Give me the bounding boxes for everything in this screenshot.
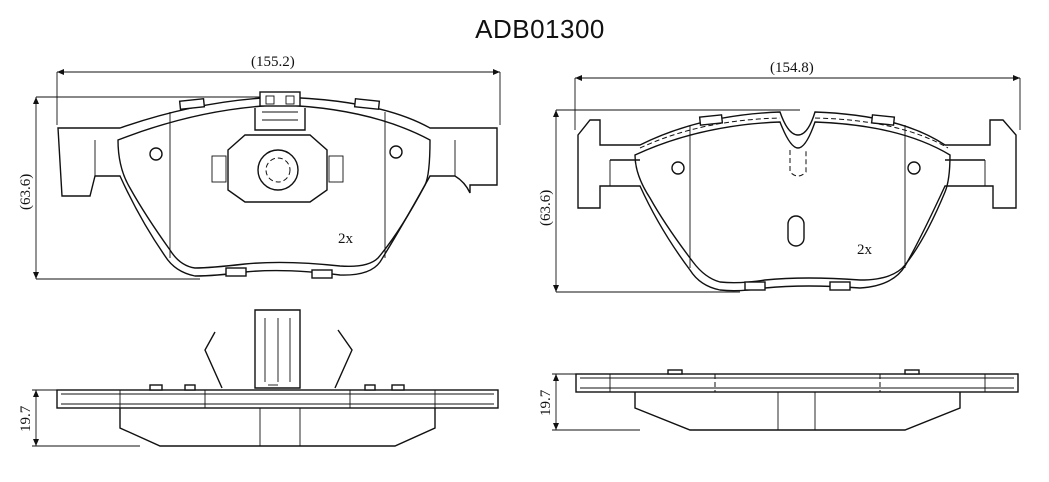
drawing-title: ADB01300 [475,14,605,44]
left-mount-hole-1 [149,147,163,161]
right-thickness-label: 19.7 [538,389,554,416]
right-quantity-label: 2x [857,242,873,258]
left-quantity-label: 2x [338,231,354,247]
right-mount-hole-1 [671,161,685,175]
left-friction-material [117,104,431,269]
right-pad-side-view: 19.7 [538,369,1019,431]
right-width-label: (154.8) [770,60,814,76]
left-pad-front-view: 2x (155.2) (63.6) [18,54,501,280]
right-center-slot [787,215,805,247]
left-spring-clip [254,91,306,131]
left-side-spring-clip [204,309,353,389]
left-height-label: (63.6) [18,174,34,210]
right-friction-material [634,121,951,284]
right-pad-front-view: 2x (154.8) (63.6) [538,60,1021,293]
left-backing-plate [57,96,498,277]
right-mount-hole-2 [907,161,921,175]
left-pad-side-view: 19.7 [18,309,499,447]
right-height-label: (63.6) [538,190,554,226]
left-width-label: (155.2) [251,54,295,70]
left-sensor-housing [211,134,344,203]
left-mount-hole-2 [389,145,403,159]
right-backing-plate [577,111,1017,292]
left-thickness-label: 19.7 [18,405,34,432]
